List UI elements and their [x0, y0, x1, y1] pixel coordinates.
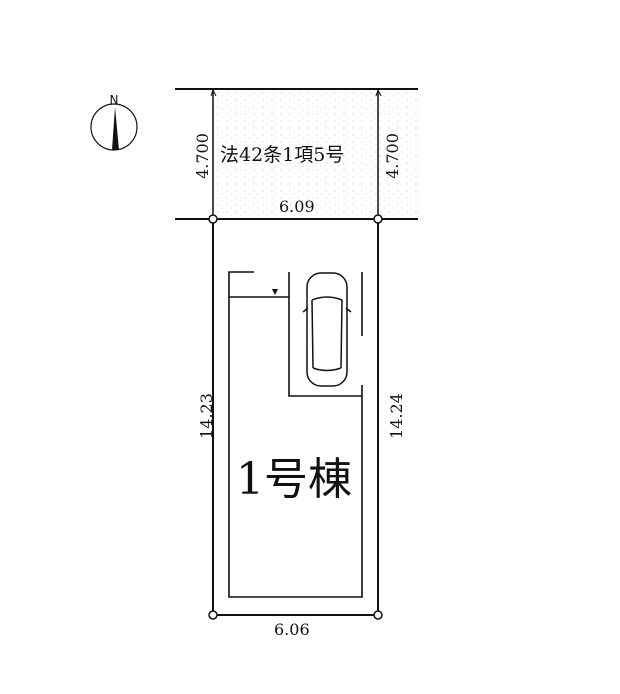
road-area	[175, 88, 418, 220]
building-footprint	[228, 271, 363, 598]
building-label: 1号棟	[236, 454, 352, 505]
right-depth-dimension: 14.24	[386, 393, 406, 439]
road-left-width: 4.700	[192, 133, 212, 179]
north-label: N	[109, 93, 119, 107]
boundary-marker	[373, 610, 383, 620]
lot-boundary	[208, 214, 383, 620]
car-icon	[302, 272, 352, 387]
boundary-marker	[373, 214, 383, 224]
north-arrow-icon	[90, 103, 138, 151]
left-depth-dimension: 14.23	[196, 393, 216, 439]
road-label: 法42条1項5号	[220, 144, 345, 166]
boundary-marker	[208, 214, 218, 224]
road-right-width: 4.700	[382, 133, 402, 179]
frontage-dimension: 6.09	[279, 197, 315, 216]
rear-dimension: 6.06	[274, 620, 310, 639]
boundary-marker	[208, 610, 218, 620]
entrance-marker	[272, 289, 278, 295]
